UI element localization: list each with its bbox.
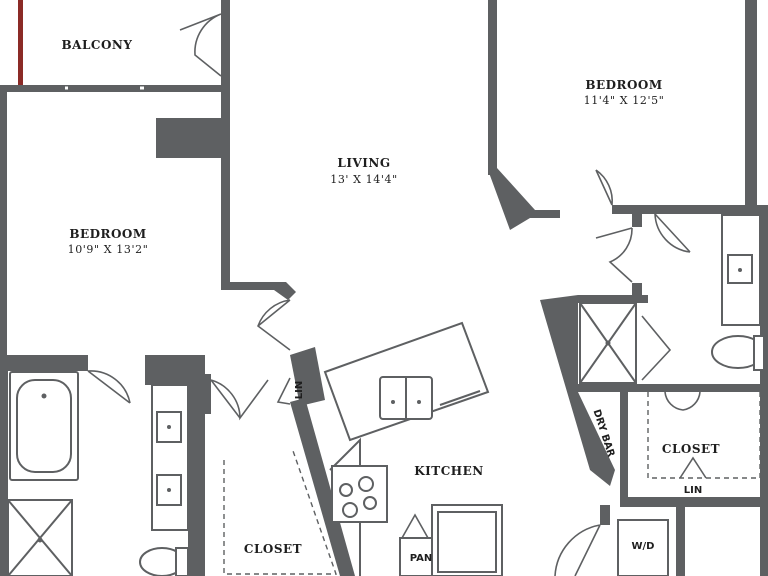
right-bedroom-left-wall: [488, 0, 497, 175]
closet-right-bottom-wall: [620, 497, 768, 507]
labels: BALCONY LIVING 13' X 14'4" BEDROOM 10'9"…: [62, 38, 720, 564]
closet-left-shelf: [223, 447, 337, 575]
right-bedroom-bottom-wall: [612, 205, 768, 214]
island-counter-edge: [439, 390, 481, 406]
living-dims: 13' X 14'4": [330, 173, 398, 186]
right-bedroom-door-2: [654, 213, 691, 253]
kitchen-counter: [329, 437, 361, 576]
left-sink-1-drain: [167, 425, 171, 429]
right-bedroom-door: [595, 169, 613, 206]
kitchen-angled-wall: [290, 398, 355, 576]
fixtures: [7, 214, 765, 576]
bedroom-bath-door: [87, 370, 131, 404]
balcony-label: BALCONY: [62, 38, 133, 52]
closet-left-label: CLOSET: [244, 542, 302, 556]
right-bedroom-angle-wall: [488, 168, 560, 230]
laundry-wall: [676, 505, 685, 576]
shower-bottom-wall: [578, 384, 768, 392]
shower-right-drain: [605, 340, 611, 346]
laundry-left-wall: [600, 505, 610, 525]
bedroom-right-dims: 11'4" X 12'5": [584, 94, 665, 107]
bedroom-corner-wall: [221, 282, 296, 300]
kitchen-label: KITCHEN: [414, 464, 483, 478]
refrigerator-inner: [437, 511, 497, 573]
lin-right-label: LIN: [684, 485, 702, 496]
bathtub-drain: [41, 393, 47, 399]
bedroom-left-label: BEDROOM: [69, 227, 146, 241]
laundry-door: [554, 524, 601, 576]
pan-door: [401, 513, 429, 539]
bedroom-bottom-wall: [0, 355, 88, 371]
shower-door: [641, 315, 672, 381]
wd-label: W/D: [632, 541, 655, 552]
pan-label: PAN: [410, 553, 433, 564]
washer-dryer: [617, 519, 669, 576]
bedroom-right-label: BEDROOM: [585, 78, 662, 92]
closet-right-label: CLOSET: [662, 442, 720, 456]
bath-door: [595, 227, 633, 283]
shower-wall-top: [578, 295, 648, 303]
living-door: [257, 299, 291, 351]
shower-wall-right: [632, 283, 642, 303]
island-sink-drain-1: [391, 400, 395, 404]
lin-right-door: [679, 456, 707, 479]
left-vanity: [151, 384, 189, 531]
burner: [358, 476, 374, 492]
pantry: [399, 537, 433, 576]
closet-right-door: [664, 391, 701, 411]
bath-left-wall: [0, 360, 8, 576]
dry-bar-wall: [540, 295, 615, 486]
living-label: LIVING: [337, 156, 390, 170]
bedroom-column: [156, 118, 224, 158]
balcony-rail: [18, 0, 23, 86]
burner: [339, 483, 353, 497]
lin-center-label: LIN: [294, 381, 305, 399]
shower-left-drain: [37, 537, 43, 543]
right-bedroom-bottom-wall-2: [632, 205, 642, 227]
closet-door: [210, 379, 269, 421]
closet-bottom-wall: [205, 374, 211, 414]
bedroom-left-dims: 10'9" X 13'2": [68, 243, 149, 256]
bath-right-exterior-wall: [760, 212, 768, 576]
right-bedroom-right-wall: [745, 0, 757, 212]
balcony-door: [179, 13, 222, 77]
right-sink-drain: [738, 268, 742, 272]
left-exterior-wall: [0, 92, 7, 360]
right-toilet-tank: [753, 335, 765, 371]
closet-right-shelf: [647, 392, 761, 479]
left-sink-2-drain: [167, 488, 171, 492]
bath-right-wall: [188, 355, 205, 576]
doors: [87, 13, 707, 576]
left-toilet-tank: [175, 547, 189, 576]
balcony-window-wall: [0, 85, 225, 92]
burner: [342, 502, 358, 518]
island-sink-drain-2: [417, 400, 421, 404]
range: [331, 465, 388, 523]
bathtub-inner: [16, 379, 72, 473]
lin-door: [276, 377, 291, 405]
burner: [363, 496, 377, 510]
closet-right-left-wall: [620, 392, 628, 504]
lin-wall: [290, 347, 325, 406]
living-bedroom-wall: [221, 0, 230, 290]
